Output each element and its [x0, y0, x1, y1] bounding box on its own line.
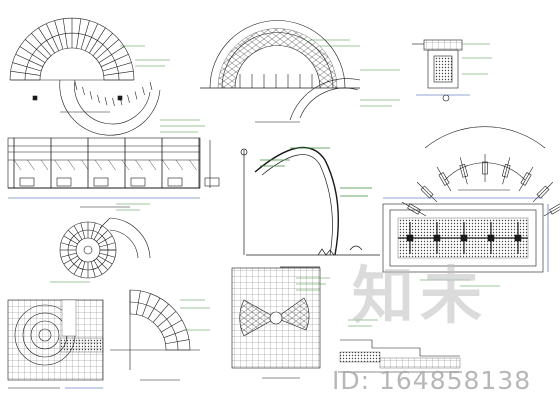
edge-section: [338, 319, 462, 373]
quarter-paving-plan: [110, 289, 210, 381]
pergola-elevation: [7, 119, 220, 208]
fan-paving-detail: [231, 267, 330, 379]
circular-paving-plan: [59, 203, 151, 279]
paving-corner-plan: [7, 281, 104, 389]
fan-slat-plan: [401, 126, 560, 217]
fan-pergola-plan: [9, 17, 170, 136]
arch-elevation: [200, 20, 400, 123]
footing-section: [412, 39, 492, 102]
curved-arch-section: [240, 146, 380, 268]
pergola-beam-plan: [382, 197, 549, 287]
